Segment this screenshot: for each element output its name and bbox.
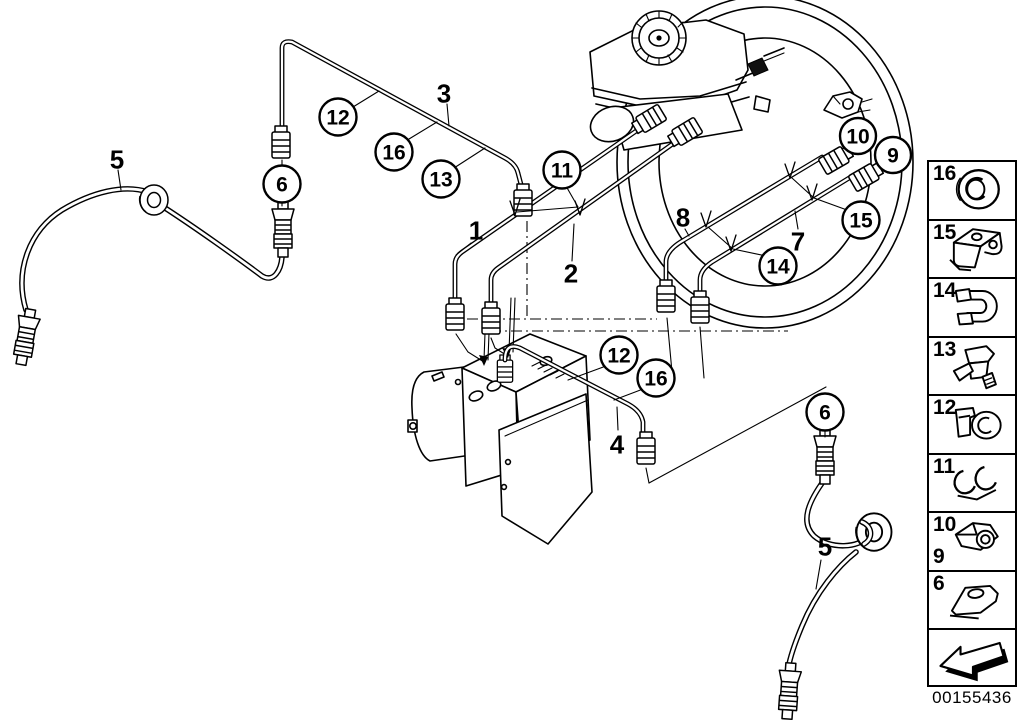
legend-item-secondary-number: 9 <box>933 544 945 568</box>
callout-number: 6 <box>819 402 831 425</box>
master-cylinder-assembly <box>589 10 785 151</box>
booster-stud <box>753 95 771 113</box>
callout-number: 13 <box>429 169 452 192</box>
brake-pipe-3 <box>279 39 526 195</box>
legend-item-10-9[interactable]: 10 9 <box>929 513 1015 572</box>
callout-15-clip[interactable]: 15 <box>841 200 881 240</box>
legend-item-14[interactable]: 14 <box>929 279 1015 338</box>
legend-item-13[interactable]: 13 <box>929 337 1015 396</box>
hose-grommet <box>138 184 169 216</box>
callout-number: 11 <box>551 160 574 183</box>
tube-nut-fitting <box>656 279 676 313</box>
legend-item-number: 15 <box>933 220 957 244</box>
callout-number: 15 <box>849 210 873 233</box>
hose-banjo-fitting <box>775 661 803 721</box>
legend-item-12[interactable]: 12 <box>929 396 1015 455</box>
grommet-icon <box>955 169 1000 210</box>
spring-clamp-icon <box>952 344 997 389</box>
callout-number: 14 <box>766 256 790 279</box>
callout-16-pipe4[interactable]: 16 <box>636 358 676 398</box>
callout-number: 12 <box>607 345 630 368</box>
label-pipe-2[interactable]: 2 <box>564 258 578 288</box>
hose-banjo-fitting <box>271 200 295 258</box>
label-pipe-3[interactable]: 3 <box>437 78 451 108</box>
callout-10-union[interactable]: 10 <box>838 116 878 156</box>
legend-item-11[interactable]: 11 <box>929 454 1015 513</box>
tube-nut-fitting <box>636 431 656 465</box>
legend-item-15[interactable]: 15 <box>929 220 1015 279</box>
legend-item-16[interactable]: 16 <box>929 162 1015 221</box>
parts-legend: 16 15 14 <box>927 160 1017 687</box>
label-hose-5-right[interactable]: 5 <box>818 531 832 561</box>
legend-item-number: 6 <box>933 571 945 595</box>
direction-arrow-icon <box>939 641 1009 682</box>
label-pipe-7[interactable]: 7 <box>791 226 805 256</box>
label-pipe-1[interactable]: 1 <box>469 215 483 245</box>
callout-number: 16 <box>644 368 667 391</box>
callout-12-pipe4[interactable]: 12 <box>599 335 639 375</box>
callout-9-union[interactable]: 9 <box>873 135 913 175</box>
reservoir-cap <box>631 10 687 66</box>
tube-nut-fitting <box>481 301 501 335</box>
valve-block-graduations <box>531 361 565 379</box>
callout-11-pipes[interactable]: 11 <box>542 150 582 190</box>
hose-through-grommet-core <box>860 520 872 546</box>
legend-item-number: 16 <box>933 162 957 185</box>
callout-14-clip[interactable]: 14 <box>758 246 798 286</box>
legend-direction-cell[interactable] <box>929 630 1015 689</box>
callout-12-pipe3[interactable]: 12 <box>318 97 358 137</box>
abs-hydro-unit <box>407 297 593 545</box>
legend-item-number: 14 <box>933 279 957 302</box>
brake-pipe-1 <box>452 117 655 305</box>
legend-item-number: 10 <box>933 513 957 536</box>
hose-grommet <box>855 512 893 552</box>
label-hose-5-left[interactable]: 5 <box>110 144 124 174</box>
callout-16-pipe3[interactable]: 16 <box>374 132 414 172</box>
legend-item-number: 11 <box>933 454 956 478</box>
pipe-holder-icon <box>949 227 1003 271</box>
callout-number: 9 <box>887 145 899 168</box>
abs-ecu-panel <box>498 393 593 545</box>
bracket-icon <box>949 584 999 619</box>
callout-number: 10 <box>846 126 869 149</box>
construction-lines <box>446 221 827 484</box>
hose-banjo-fitting <box>9 306 43 368</box>
front-right-brake-hose <box>785 476 871 673</box>
callout-13-pipe3[interactable]: 13 <box>421 159 461 199</box>
tube-nut-fitting <box>690 290 710 324</box>
pipe-clip-icon <box>954 288 998 326</box>
brake-booster <box>616 0 914 329</box>
brake-pipe-4 <box>502 344 646 440</box>
supply-hose-stub <box>735 47 785 81</box>
callout-6-left[interactable]: 6 <box>262 164 302 204</box>
tube-nut-fitting <box>445 297 465 331</box>
callout-number: 16 <box>382 142 405 165</box>
diagram-part-number: 00155436 <box>932 688 1012 707</box>
tube-nut-fitting <box>271 125 291 159</box>
legend-item-6[interactable]: 6 <box>929 571 1015 630</box>
brake-pipe-2 <box>488 130 691 309</box>
legend-item-number: 13 <box>933 337 957 361</box>
callout-number: 6 <box>276 174 288 197</box>
label-pipe-4[interactable]: 4 <box>610 429 625 459</box>
legend-item-number: 12 <box>933 396 957 419</box>
callout-number: 12 <box>326 107 349 130</box>
front-left-brake-hose <box>19 186 285 313</box>
leader-lines <box>117 90 848 590</box>
double-pipe-clip-icon <box>953 465 997 500</box>
booster-bracket <box>823 91 873 119</box>
union-nut-icon <box>954 522 999 551</box>
callout-6-right[interactable]: 6 <box>805 392 845 432</box>
grommet-clip-icon <box>954 407 1002 440</box>
label-pipe-8[interactable]: 8 <box>676 202 690 232</box>
brake-pipe-7 <box>697 172 857 298</box>
brake-pipe-8 <box>663 154 825 287</box>
